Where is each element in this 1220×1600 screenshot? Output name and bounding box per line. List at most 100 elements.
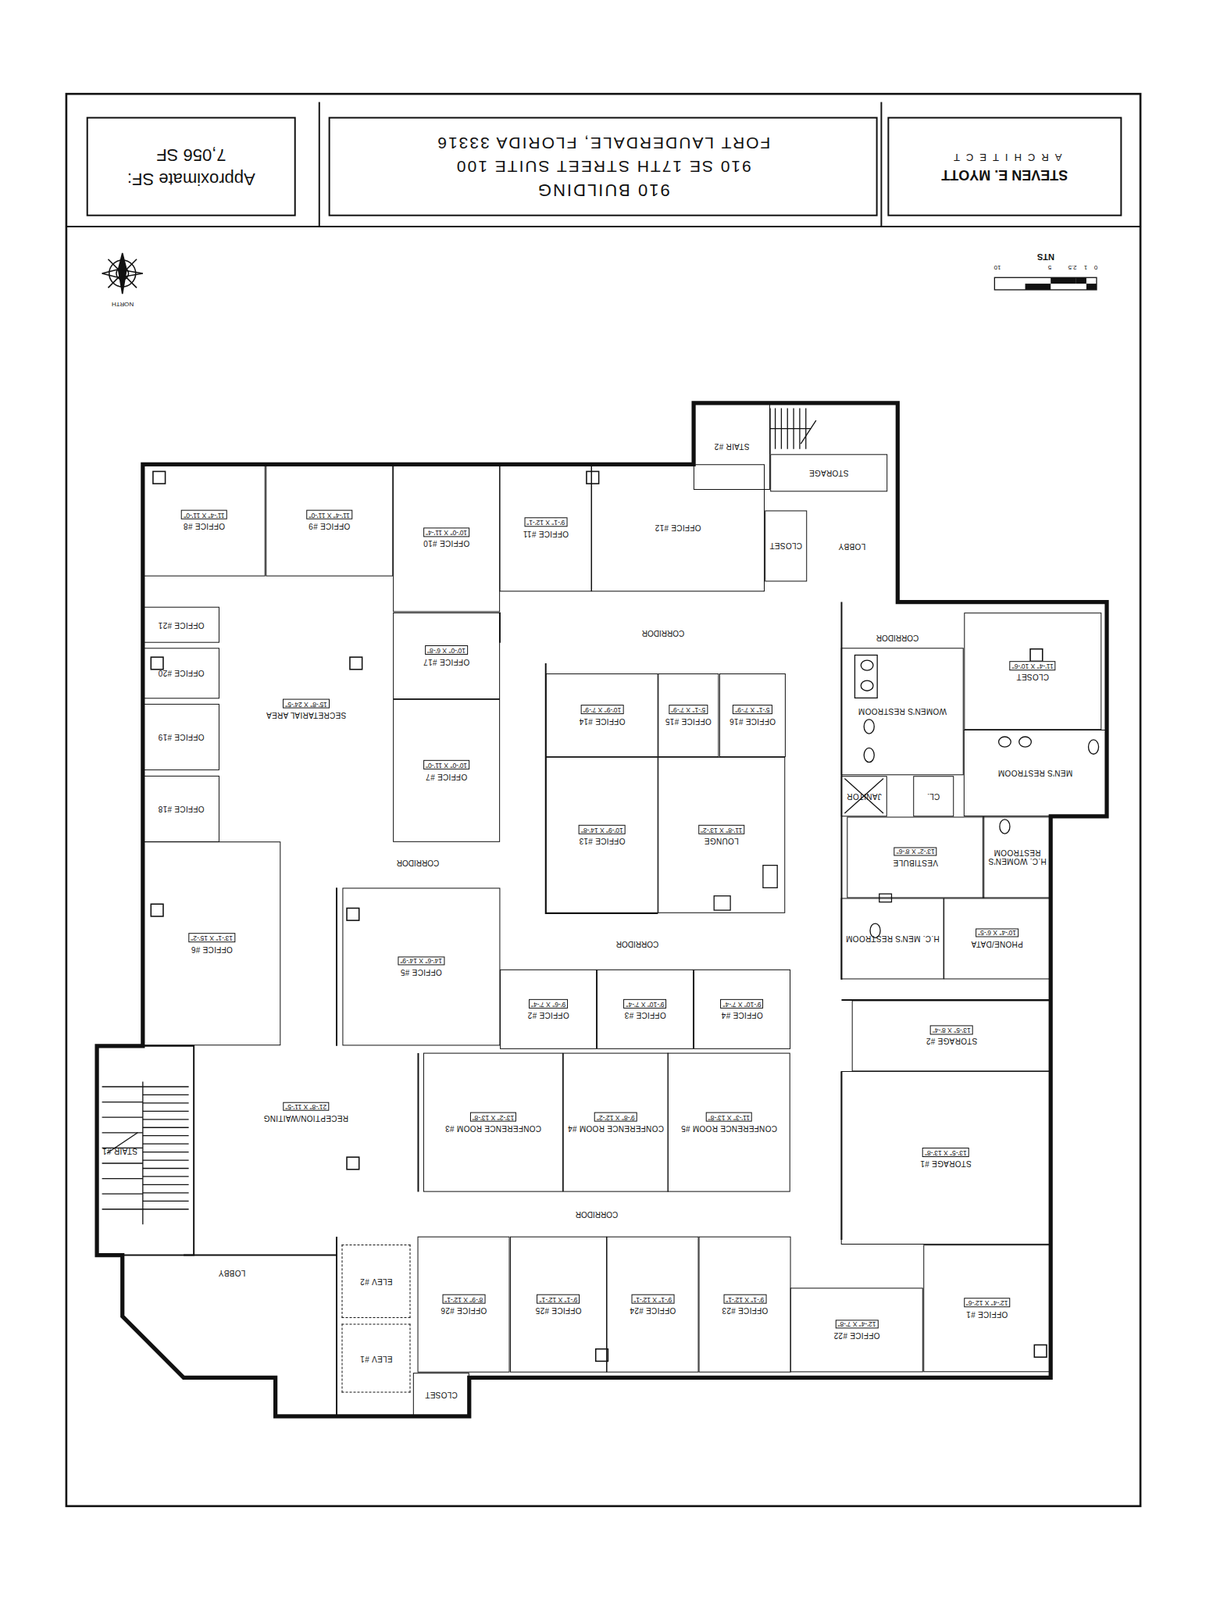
- corridor-label: CORRIDOR: [876, 633, 919, 643]
- room-box: OFFICE #249'-1" X 12'-1": [606, 1236, 700, 1373]
- room-name: OFFICE #12: [655, 523, 702, 533]
- room-name: OFFICE #16: [729, 716, 776, 726]
- room-box: OFFICE #19: [142, 703, 220, 771]
- north-label: NORTH: [111, 300, 134, 308]
- room-box: OFFICE #1710'-0" X 6'-8": [392, 612, 500, 700]
- corridor-label: CORRIDOR: [396, 857, 439, 867]
- room-name: OFFICE #10: [423, 539, 470, 550]
- room-dimension: 11'-4" X 11'-0": [181, 510, 227, 520]
- room-box: STAIR #2: [693, 403, 771, 490]
- open-area: STAIR #1: [96, 1045, 143, 1256]
- room-box: VESTIBULE13'-2" X 8'-6": [846, 816, 985, 898]
- room-box: OFFICE #514'-6" X 14'-9": [342, 887, 500, 1046]
- room-dimension: 13'-1" X 15'-2": [188, 933, 236, 943]
- room-name: STAIR #1: [102, 1145, 138, 1156]
- room-dimension: 9'-1" X 12'-1": [723, 1294, 767, 1304]
- structural-columns: [150, 470, 1047, 1361]
- room-name: RECEPTION/WAITING: [263, 1112, 349, 1123]
- room-box: CONFERENCE ROOM #49'-8" X 12'-2": [563, 1052, 669, 1192]
- corridor-label: CORRIDOR: [642, 627, 685, 637]
- room-box: H.C. WOMEN'S RESTROOM: [982, 816, 1053, 898]
- room-dimension: 14'-6" X 14'-9": [397, 956, 445, 966]
- room-box: OFFICE #259'-1" X 12'-1": [510, 1236, 607, 1373]
- room-name: OFFICE #5: [399, 967, 442, 978]
- room-name: CONFERENCE ROOM #3: [445, 1123, 542, 1133]
- room-dimension: 13'-5" X 13'-8": [922, 1147, 970, 1157]
- room-name: OFFICE #11: [523, 529, 569, 539]
- stairs: [96, 407, 817, 1255]
- room-name: OFFICE #14: [578, 716, 625, 726]
- room-name: OFFICE #1: [966, 1309, 1008, 1320]
- room-name: SECRETARIAL AREA: [265, 709, 347, 720]
- room-name: VESTIBULE: [892, 858, 939, 868]
- room-box: H.C. MEN'S RESTROOM: [841, 897, 945, 979]
- room-name: JANITOR: [846, 791, 882, 801]
- room-name: LOBBY: [838, 541, 866, 551]
- title-text: 7,056 SF: [156, 144, 226, 165]
- room-box: OFFICE #49'-10" X 7'-4": [693, 969, 791, 1049]
- room-dimension: 15'-8" X 24'-5": [282, 699, 330, 709]
- room-name: OFFICE #21: [157, 620, 204, 630]
- scale-number: 0: [1093, 263, 1097, 272]
- open-area: RECEPTION/WAITING21'-8" X 11'-5": [193, 1050, 418, 1174]
- room-name: OFFICE #20: [157, 668, 204, 678]
- room-box: OFFICE #21: [142, 606, 220, 643]
- title-text: 910 SE 17TH STREET SUITE 100: [454, 156, 751, 176]
- room-name: OFFICE #15: [665, 716, 712, 726]
- title-text: 910 BUILDING: [535, 180, 670, 200]
- room-name: MEN'S RESTROOM: [998, 768, 1074, 778]
- title-block-box: Approximate SF:7,056 SF: [86, 117, 297, 217]
- room-dimension: 12'-4" X 7'-8": [835, 1319, 879, 1329]
- room-name: OFFICE #8: [183, 521, 225, 532]
- room-dimension: 13'-2" X 13'-8": [470, 1111, 518, 1121]
- room-box: OFFICE #119'-1" X 12'-1": [499, 463, 593, 592]
- room-box: CLOSET11'-4" X 10'-6": [963, 612, 1102, 730]
- room-name: H.C. WOMEN'S RESTROOM: [985, 848, 1049, 867]
- room-dimension: 9'-1" X 12'-1": [524, 517, 568, 528]
- corridor-label: CORRIDOR: [575, 1209, 618, 1219]
- elevator-box: ELEV #2: [342, 1244, 411, 1318]
- room-box: OFFICE #29'-6" X 7'-4": [499, 969, 597, 1049]
- room-dimension: 13'-2" X 8'-6": [894, 846, 938, 857]
- room-box: CL.: [913, 775, 954, 817]
- room-box: CLOSET: [413, 1372, 470, 1417]
- room-name: OFFICE #4: [720, 1009, 763, 1020]
- room-dimension: 9'-8" X 12'-2": [594, 1111, 638, 1121]
- room-name: OFFICE #6: [190, 945, 232, 955]
- room-dimension: 8'-9" X 12'-1": [442, 1294, 486, 1304]
- room-box: OFFICE #12: [591, 463, 765, 592]
- room-dimension: 10'-0" X 11'-0": [423, 759, 470, 770]
- scale-number: 5: [1048, 263, 1052, 272]
- north-arrow: [102, 253, 143, 294]
- room-name: CONFERENCE ROOM #5: [681, 1123, 778, 1133]
- room-name: LOUNGE: [704, 836, 739, 846]
- room-name: STORAGE #1: [920, 1159, 973, 1169]
- room-box: CONFERENCE ROOM #3 13'-2" X 13'-8": [423, 1052, 564, 1192]
- room-box: WOMEN'S RESTROOM: [841, 647, 964, 775]
- room-name: OFFICE #26: [441, 1305, 488, 1315]
- room-box: OFFICE #39'-10" X 7'-4": [596, 969, 694, 1049]
- title-text: FORT LAUDERDALE, FLORIDA 33316: [435, 133, 771, 153]
- room-name: PHONE/DATA: [970, 939, 1024, 949]
- sheet-frame: [66, 93, 1141, 1506]
- room-box: OFFICE #911'-4" X 11'-0": [265, 463, 393, 577]
- room-name: STAIR #2: [714, 442, 750, 452]
- scale-note: NTS: [1037, 252, 1055, 262]
- room-name: WOMEN'S RESTROOM: [858, 706, 947, 717]
- room-dimension: 10'-9" X 14'-8": [578, 824, 626, 835]
- room-box: MEN'S RESTROOM: [963, 729, 1107, 817]
- title-block-box: STEVEN E. MYOTTARCHITECT: [887, 117, 1122, 217]
- open-area: LOBBY: [806, 489, 899, 603]
- room-name: OFFICE #23: [721, 1305, 768, 1315]
- room-name: OFFICE #25: [535, 1305, 582, 1315]
- room-box: OFFICE #20: [142, 647, 220, 699]
- room-dimension: 10'-4" X 6'-5": [975, 927, 1019, 938]
- room-dimension: 10'-0" X 11'-4": [423, 527, 470, 538]
- room-name: H.C. MEN'S RESTROOM: [845, 934, 940, 944]
- title-text: STEVEN E. MYOTT: [941, 167, 1068, 184]
- room-name: OFFICE #9: [308, 521, 350, 532]
- room-box: OFFICE #811'-4" X 11'-0": [142, 463, 266, 577]
- room-name: OFFICE #17: [423, 656, 470, 667]
- room-box: OFFICE #239'-1" X 12'-1": [699, 1236, 792, 1373]
- room-dimension: 9'-1" X 12'-1": [631, 1294, 675, 1304]
